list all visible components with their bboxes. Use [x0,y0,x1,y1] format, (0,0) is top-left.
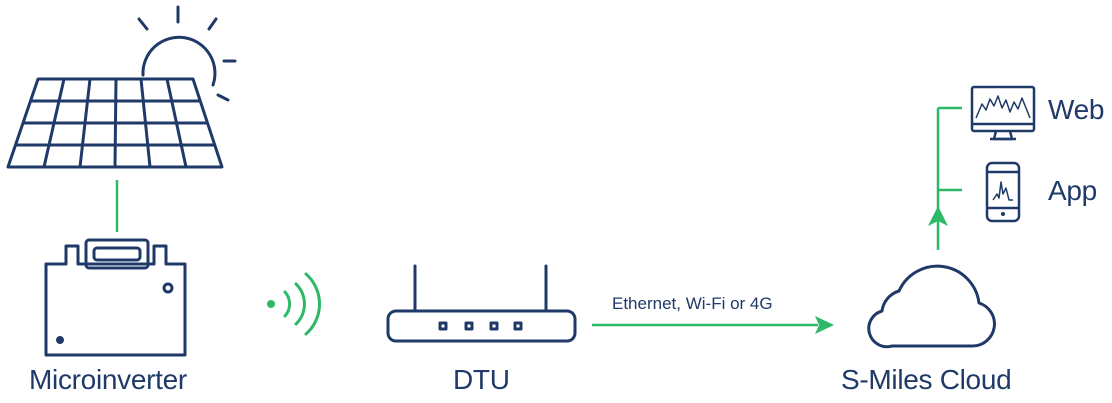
router-icon [386,264,577,343]
web-label: Web [1048,94,1105,125]
solar-panel-icon [6,77,224,169]
cloud-uplink [928,106,962,250]
dtu-label: DTU [453,364,510,395]
phone-icon [985,161,1021,223]
microinverter-label: Microinverter [29,364,187,395]
wireless-signal-icon [267,272,321,336]
connection-arrow [592,316,834,334]
app-label: App [1048,175,1097,206]
connection-label: Ethernet, Wi-Fi or 4G [612,294,773,313]
cloud-label: S-Miles Cloud [841,364,1012,395]
sun-icon [137,5,237,102]
monitor-icon [970,85,1036,141]
cloud-icon [867,264,996,349]
microinverter-icon [44,238,187,357]
